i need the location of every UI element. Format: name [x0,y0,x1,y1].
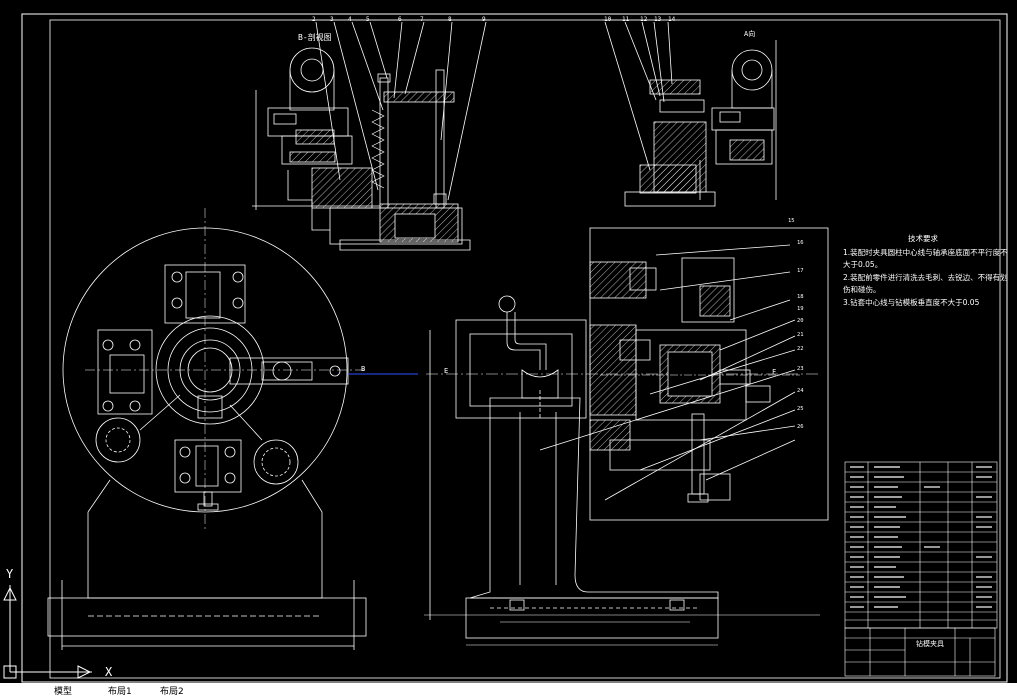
layout-tab-bar: 模型 布局1 布局2 [0,683,1017,697]
tech-note-line: 2.装配前零件进行清洗去毛刺、去锐边、不得有划 [843,272,1008,282]
tech-note-line: 1.装配时夹具圆柱中心线与轴承座底面不平行度不 [843,247,1008,257]
drawing-frame [21,13,1008,683]
section-view-b [252,19,490,251]
callout-13: 13 [654,16,662,23]
base-front-view [47,479,367,650]
ucs-y-label: Y [6,567,14,581]
callout-21: 21 [797,332,804,338]
callout-15: 15 [788,218,795,224]
side-view [424,295,820,646]
callout-17: 17 [797,268,804,274]
section-letter-f: F [772,368,776,376]
tab-model[interactable]: 模型 [54,687,73,697]
callout-20: 20 [797,318,804,324]
callout-7: 7 [420,16,424,23]
detail-section-view [539,227,829,521]
parts-list-entries [850,466,992,608]
callout-23: 23 [797,366,804,372]
callout-6: 6 [398,16,402,23]
tech-notes-title: 技术要求 [908,234,938,243]
callout-26: 26 [797,424,804,430]
tab-layout1[interactable]: 布局1 [108,687,132,697]
tech-note-line: 3.钻套中心线与钻模板垂直度不大于0.05 [843,297,980,307]
view-a [602,19,777,207]
ucs-icon [3,585,92,679]
callout-3: 3 [330,16,334,23]
callout-25: 25 [797,406,804,412]
title-block-drawing-name: 钻模夹具 [916,639,944,648]
callout-22: 22 [797,346,804,352]
tech-note-line: 大于0.05。 [843,260,883,269]
section-b-label: B-剖视图 [298,32,332,42]
callout-19: 19 [797,306,804,312]
callout-4: 4 [348,16,352,23]
callout-24: 24 [797,388,804,394]
title-block [844,627,996,677]
technical-requirements: 技术要求 1.装配时夹具圆柱中心线与轴承座底面不平行度不 大于0.05。 2.装… [843,233,1008,309]
callout-16: 16 [797,240,804,246]
section-letter-e: E [444,367,448,375]
callout-10: 10 [604,16,612,23]
tab-layout2[interactable]: 布局2 [160,687,184,697]
plan-view [62,208,365,530]
view-a-label: A向 [744,29,755,38]
callout-12: 12 [640,16,648,23]
callout-9: 9 [482,16,486,23]
ucs-x-label: X [105,665,113,679]
callout-8: 8 [448,16,452,23]
callout-2: 2 [312,16,316,23]
callout-14: 14 [668,16,676,23]
parts-list-table [844,461,998,629]
callout-11: 11 [622,16,630,23]
callout-18: 18 [797,294,804,300]
callout-5: 5 [366,16,370,23]
tech-note-line: 伤和碰伤。 [843,285,881,294]
section-letter-b: B [361,365,365,373]
